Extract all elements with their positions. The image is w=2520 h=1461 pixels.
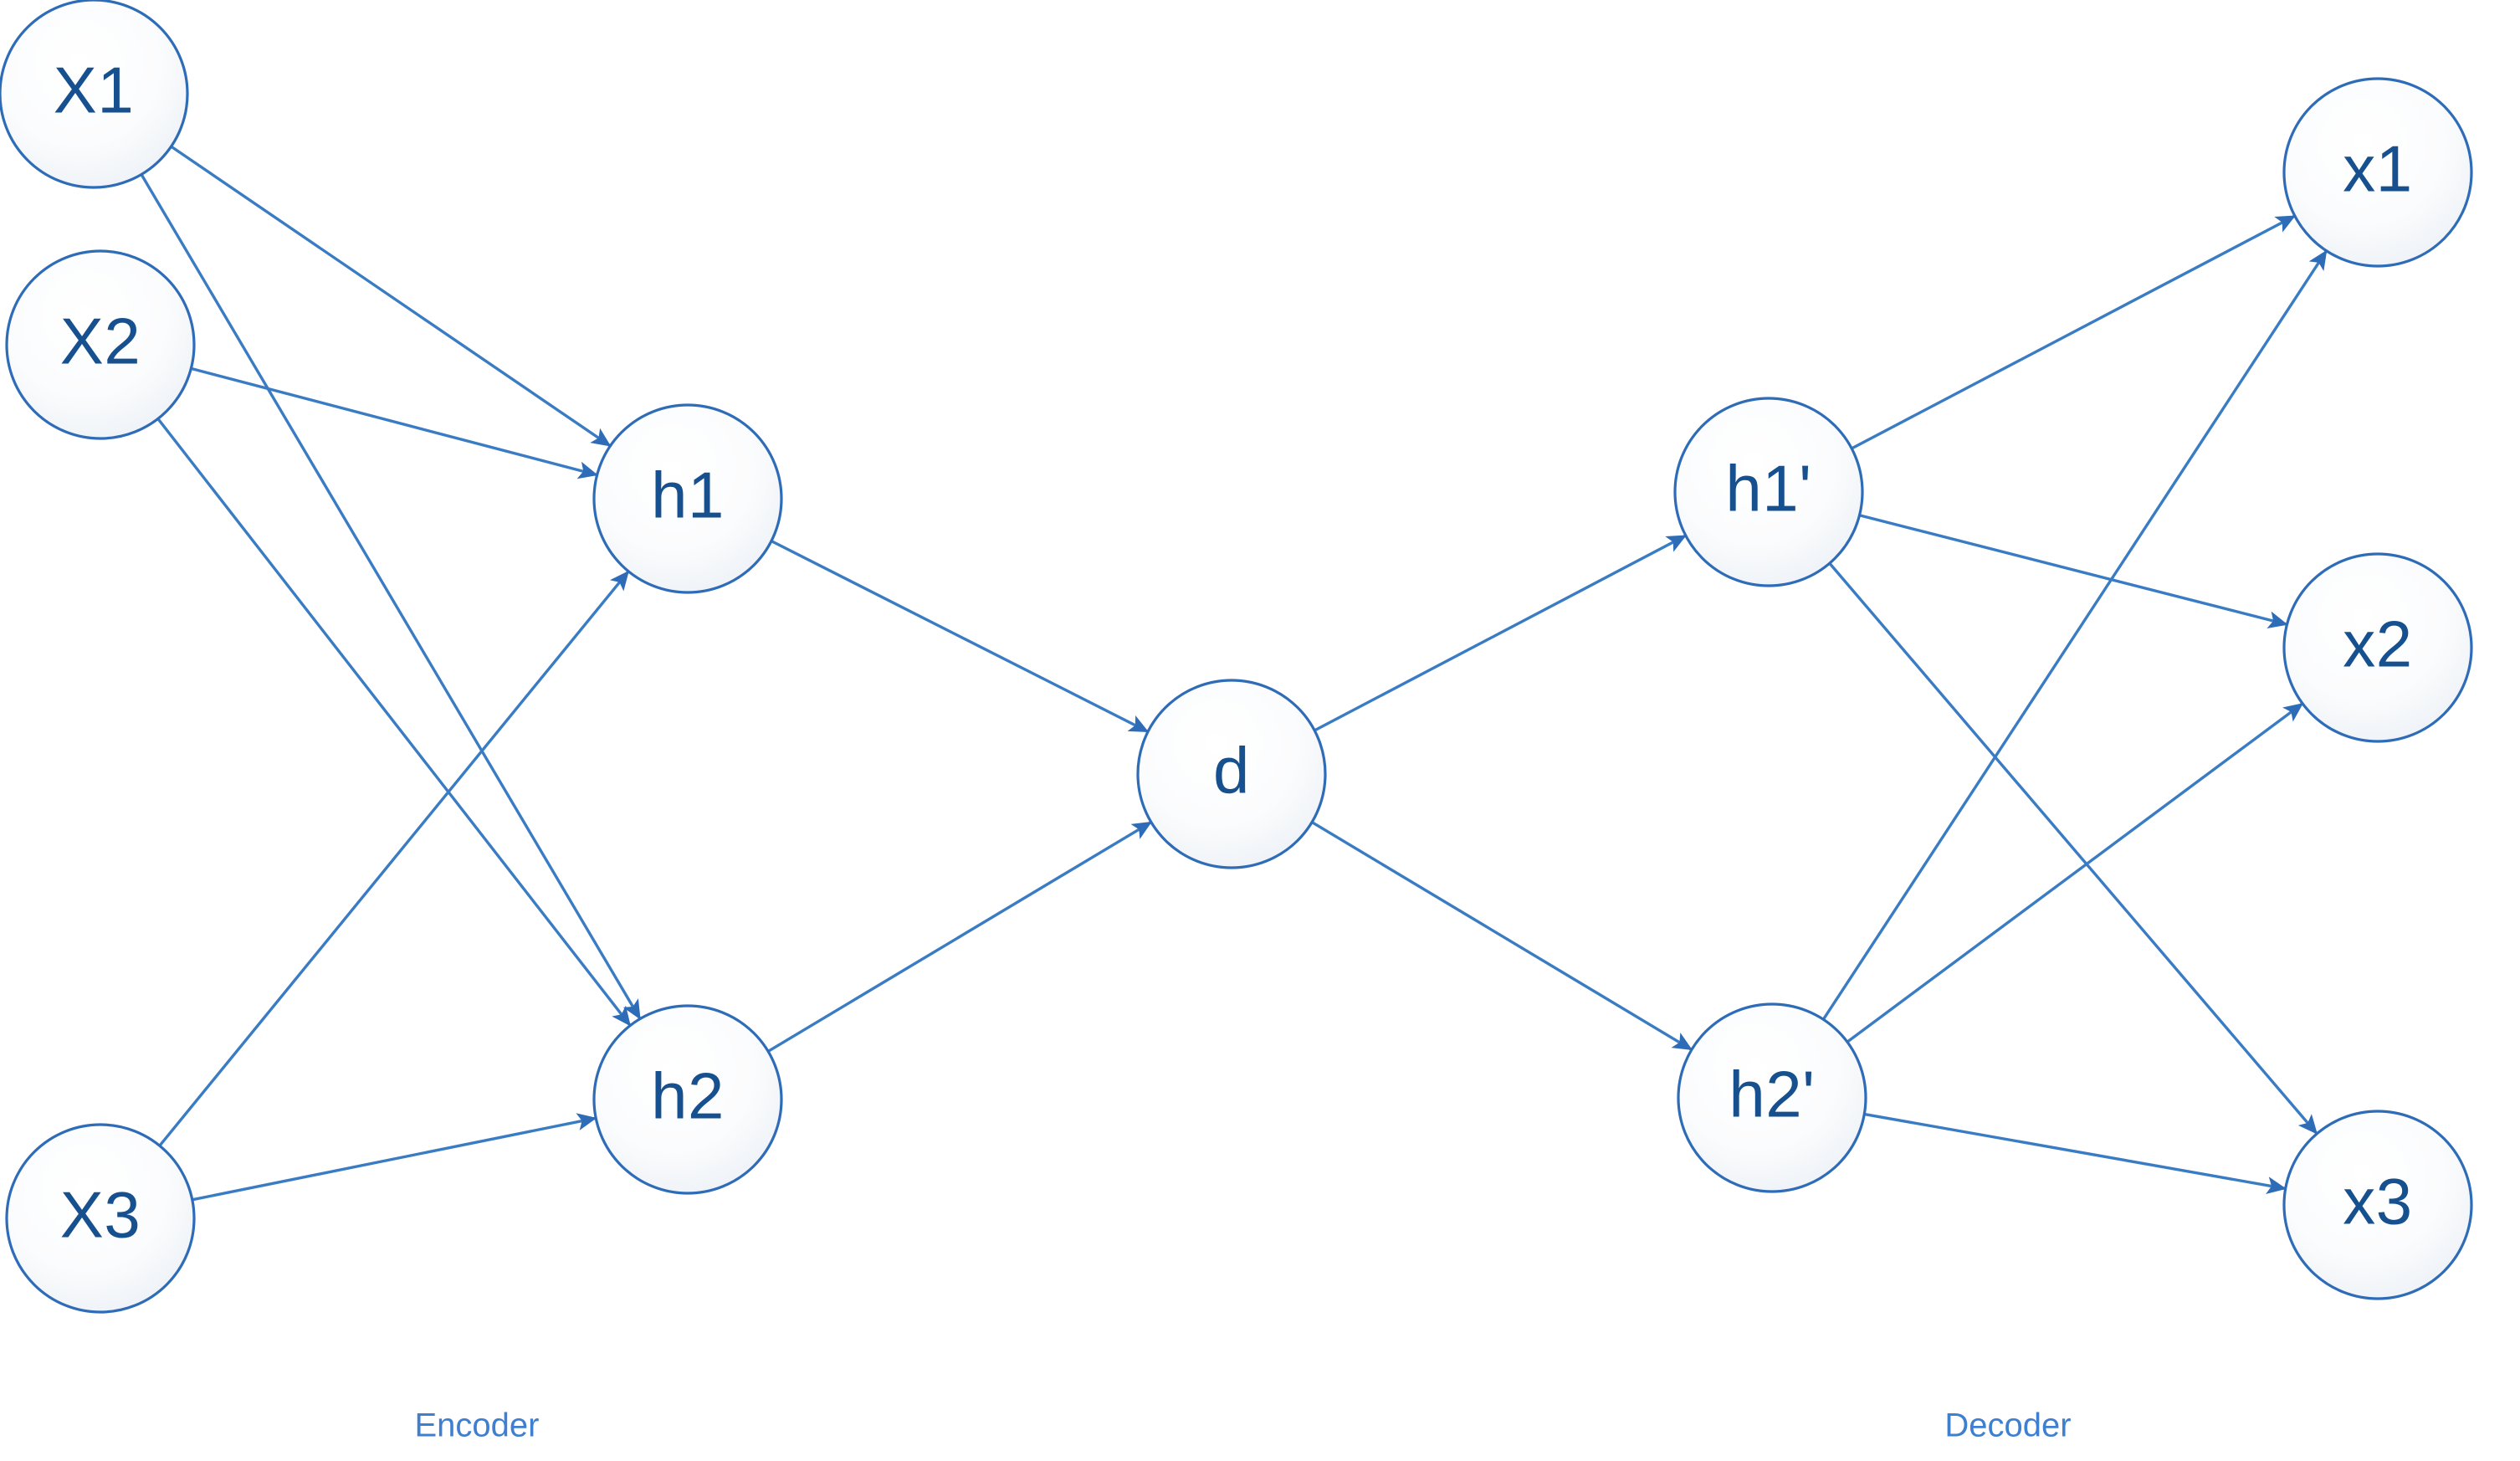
node-circle-x1[interactable]	[2282, 77, 2473, 268]
node-x2[interactable]: x2	[2282, 552, 2473, 743]
edge-X2-to-h1	[191, 367, 598, 479]
node-x3[interactable]: x3	[2282, 1110, 2473, 1300]
node-h2[interactable]: h2	[592, 1004, 783, 1195]
node-d[interactable]: d	[1136, 679, 1327, 869]
node-label-x1: x1	[2343, 132, 2412, 206]
edge-X3-to-h1	[159, 570, 629, 1146]
node-label-X2: X2	[60, 305, 141, 378]
edge-X3-to-h2	[192, 1113, 597, 1202]
edge-X2-to-h2	[157, 418, 631, 1027]
node-circle-x2[interactable]	[2282, 552, 2473, 743]
edge-h2p-to-x1	[1822, 249, 2328, 1020]
edge-X1-to-h2	[141, 174, 641, 1020]
edge-h2-to-d	[768, 821, 1152, 1053]
edges-layer	[141, 146, 2328, 1202]
node-label-d: d	[1213, 734, 1250, 807]
node-circle-X2[interactable]	[5, 249, 196, 440]
node-x1[interactable]: x1	[2282, 77, 2473, 268]
node-circle-X1[interactable]	[0, 0, 189, 189]
node-label-h2p: h2'	[1729, 1058, 1815, 1131]
section-label-encoder: Encoder	[415, 1407, 540, 1444]
edge-d-to-h1p	[1314, 535, 1687, 731]
node-circle-h2p[interactable]	[1677, 1002, 1867, 1193]
node-label-X3: X3	[60, 1178, 141, 1252]
node-label-h1p: h1'	[1725, 452, 1811, 525]
node-label-h2: h2	[651, 1059, 725, 1133]
node-label-x3: x3	[2343, 1165, 2412, 1238]
edge-X1-to-h1	[171, 146, 612, 447]
node-circle-h1p[interactable]	[1673, 397, 1864, 587]
node-X1[interactable]: X1	[0, 0, 189, 189]
node-h1p[interactable]: h1'	[1673, 397, 1864, 587]
node-h2p[interactable]: h2'	[1677, 1002, 1867, 1193]
node-X2[interactable]: X2	[5, 249, 196, 440]
node-circle-d[interactable]	[1136, 679, 1327, 869]
node-X3[interactable]: X3	[5, 1123, 196, 1314]
node-circle-x3[interactable]	[2282, 1110, 2473, 1300]
edge-d-to-h2p	[1312, 821, 1693, 1051]
edge-h2p-to-x2	[1846, 703, 2304, 1043]
node-circle-h1[interactable]	[592, 403, 783, 594]
edge-h1p-to-x1	[1852, 214, 2296, 450]
edge-h2p-to-x3	[1864, 1112, 2287, 1195]
edge-h1p-to-x3	[1829, 562, 2318, 1135]
section-labels-layer: Encoder Decoder	[415, 1407, 2072, 1444]
node-h1[interactable]: h1	[592, 403, 783, 594]
node-label-x2: x2	[2343, 607, 2412, 681]
node-label-h1: h1	[651, 459, 725, 532]
edge-h1p-to-x2	[1860, 514, 2288, 629]
node-circle-X3[interactable]	[5, 1123, 196, 1314]
node-label-X1: X1	[54, 54, 134, 127]
edge-h1-to-d	[771, 540, 1150, 733]
node-circle-h2[interactable]	[592, 1004, 783, 1195]
section-label-decoder: Decoder	[1944, 1407, 2071, 1444]
